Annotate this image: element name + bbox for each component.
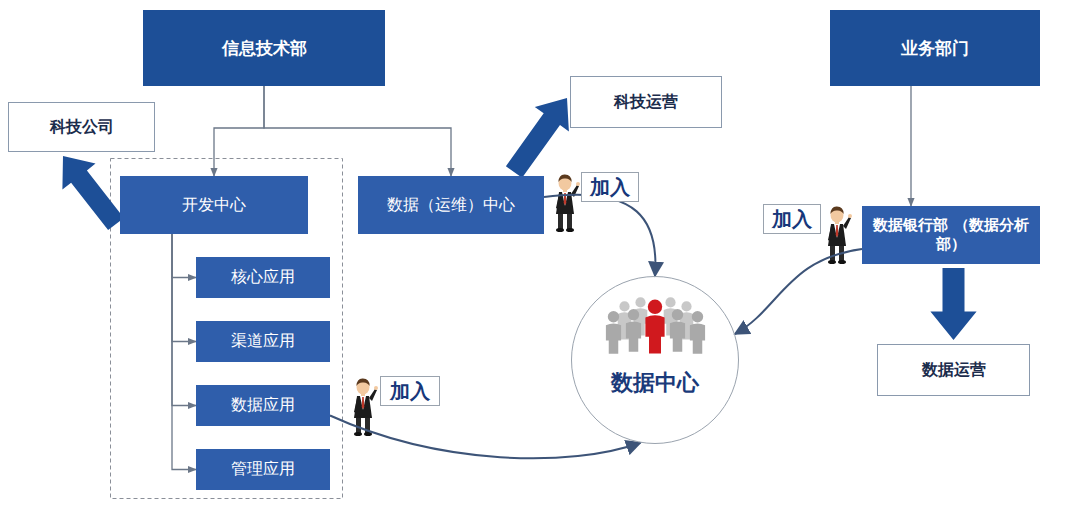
- department-box: 数据银行部 （数据分析部）: [862, 206, 1040, 264]
- connector-line: [172, 234, 196, 406]
- outcome-box: 科技运营: [570, 76, 722, 128]
- outcome-box: 数据运营: [877, 344, 1030, 396]
- node-text: 数据中心: [611, 369, 699, 398]
- join-label: 加入: [763, 204, 821, 234]
- node-text: 信息技术部: [222, 37, 307, 59]
- block-arrow: [506, 98, 569, 178]
- connector-line: [172, 234, 196, 278]
- center-box: 数据（运维）中心: [358, 176, 544, 234]
- data-center-circle: 数据中心: [571, 276, 739, 444]
- block-arrow: [62, 156, 124, 230]
- outcome-box: 科技公司: [8, 102, 155, 152]
- join-label: 加入: [380, 376, 440, 406]
- department-box: 信息技术部: [143, 10, 385, 86]
- node-text: 数据银行部 （数据分析部）: [872, 216, 1030, 255]
- join-label: 加入: [581, 172, 639, 202]
- application-box: 数据应用: [196, 385, 330, 426]
- connector-line: [172, 234, 196, 342]
- node-text: 数据运营: [922, 360, 986, 381]
- node-text: 开发中心: [182, 195, 246, 216]
- connector-line: [172, 234, 196, 470]
- node-text: 数据应用: [231, 395, 295, 416]
- curved-arrow: [544, 195, 655, 276]
- node-text: 核心应用: [231, 267, 295, 288]
- connector-line: [910, 86, 911, 206]
- node-text: 数据（运维）中心: [387, 195, 515, 216]
- connector-line: [264, 86, 451, 176]
- connector-line: [214, 86, 264, 176]
- application-box: 渠道应用: [196, 321, 330, 362]
- node-text: 科技运营: [614, 92, 678, 113]
- node-text: 业务部门: [901, 37, 969, 59]
- department-box: 业务部门: [830, 10, 1040, 86]
- node-text: 渠道应用: [231, 331, 295, 352]
- curved-arrow: [735, 249, 862, 334]
- node-text: 科技公司: [50, 117, 114, 138]
- curved-arrow: [330, 416, 640, 459]
- application-box: 核心应用: [196, 257, 330, 298]
- center-box: 开发中心: [120, 176, 308, 234]
- node-text: 管理应用: [231, 459, 295, 480]
- application-box: 管理应用: [196, 449, 330, 490]
- block-arrow: [930, 268, 976, 340]
